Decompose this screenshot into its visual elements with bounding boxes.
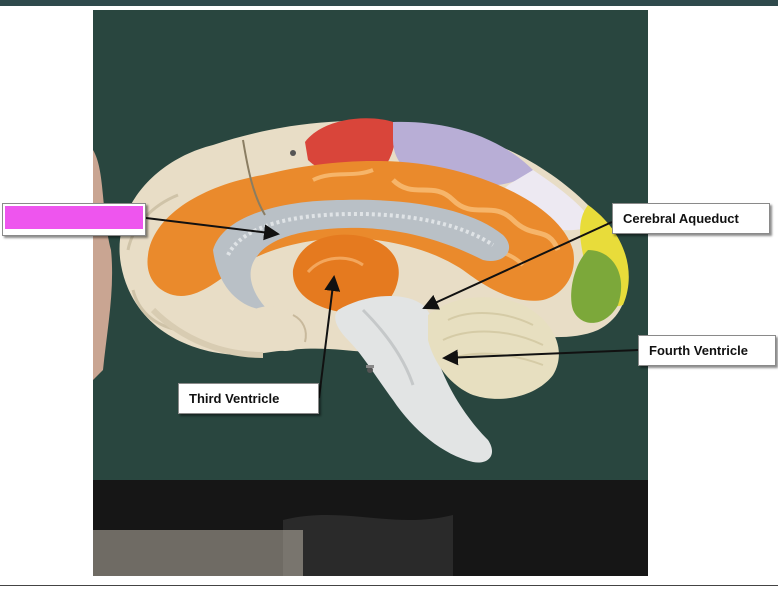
brainstem bbox=[335, 295, 493, 463]
arrow-third-ventricle bbox=[318, 275, 341, 399]
occipital-lobe-green bbox=[571, 250, 622, 323]
cerebral-aqueduct-label: Cerebral Aqueduct bbox=[612, 203, 770, 234]
blank-label-fill bbox=[5, 206, 143, 229]
fourth-ventricle-label: Fourth Ventricle bbox=[638, 335, 776, 366]
arrow-fourth-ventricle bbox=[442, 349, 639, 366]
header-bar bbox=[0, 0, 778, 6]
thalamus bbox=[292, 234, 399, 314]
fourth-ventricle-text: Fourth Ventricle bbox=[649, 343, 748, 358]
third-ventricle-text: Third Ventricle bbox=[189, 391, 280, 406]
blank-label-box bbox=[2, 203, 146, 236]
third-ventricle-label: Third Ventricle bbox=[178, 383, 319, 414]
hypothalamus bbox=[248, 306, 309, 351]
lateral-ventricle bbox=[213, 199, 510, 310]
cortex-orange-band bbox=[147, 160, 574, 301]
arrow-blank-label bbox=[145, 217, 280, 241]
brain-model-photo bbox=[93, 10, 648, 576]
bottom-divider bbox=[0, 585, 778, 586]
arrow-cerebral-aqueduct bbox=[422, 221, 613, 310]
cerebral-aqueduct-text: Cerebral Aqueduct bbox=[623, 211, 739, 226]
